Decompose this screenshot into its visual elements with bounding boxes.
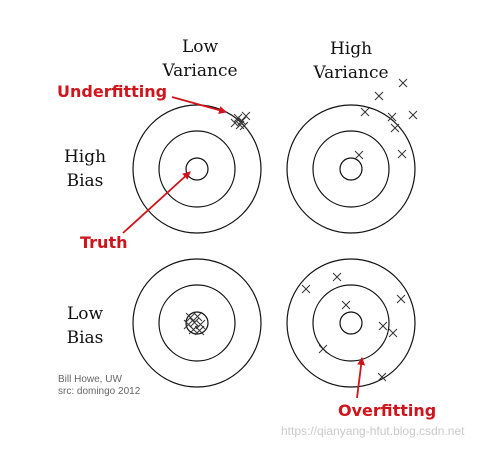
truth-arrow — [122, 171, 191, 234]
underfitting-arrow — [171, 96, 227, 114]
column-header-line: High — [329, 39, 373, 59]
watermark-text: https://qianyang-hfut.blog.csdn.net — [281, 424, 465, 438]
column-header-line: Variance — [162, 61, 238, 81]
row-header-high-bias: High Bias — [58, 145, 112, 193]
target-low-bias-low-variance — [132, 258, 262, 388]
credit-line: src: domingo 2012 — [58, 386, 141, 397]
column-header-high-variance: High Variance — [306, 37, 396, 85]
credit-text: Bill Howe, UW src: domingo 2012 — [58, 374, 140, 398]
truth-label: Truth — [80, 233, 128, 252]
row-header-low-bias: Low Bias — [58, 302, 112, 350]
x-marks-low-bias-low-variance — [183, 311, 206, 336]
x-marks-high-bias-high-variance — [354, 78, 418, 160]
row-header-line: Low — [66, 304, 104, 324]
x-marks-low-bias-high-variance — [301, 272, 406, 382]
column-header-line: Low — [181, 37, 219, 57]
column-header-low-variance: Low Variance — [155, 35, 245, 83]
x-marks-high-bias-low-variance — [230, 111, 251, 131]
overfitting-label: Overfitting — [338, 401, 437, 420]
column-header-line: Variance — [313, 63, 389, 83]
overfitting-arrow — [356, 357, 366, 399]
credit-line: Bill Howe, UW — [58, 374, 122, 385]
row-header-line: Bias — [66, 328, 104, 348]
row-header-line: Bias — [66, 171, 104, 191]
row-header-line: High — [63, 147, 107, 167]
target-low-bias-high-variance — [286, 258, 416, 388]
underfitting-label: Underfitting — [57, 82, 168, 101]
target-high-bias-low-variance — [132, 104, 262, 234]
target-high-bias-high-variance — [286, 104, 416, 234]
